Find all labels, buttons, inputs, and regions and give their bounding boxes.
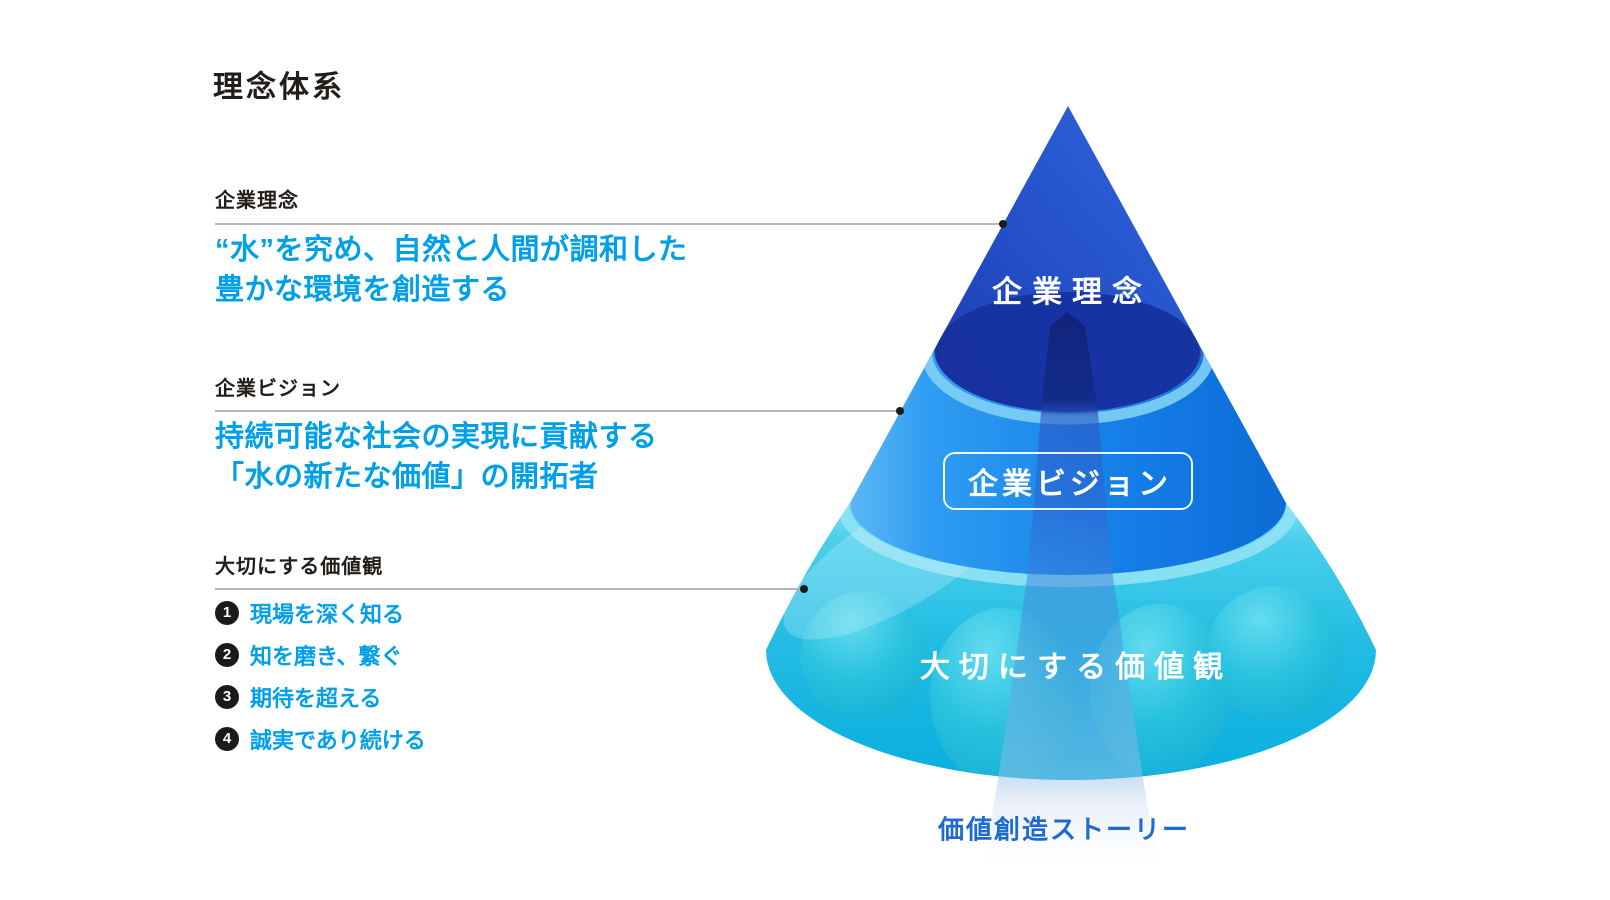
section-values-label: 大切にする価値観 bbox=[215, 556, 384, 578]
value-item-4: 4 誠実であり続ける bbox=[215, 727, 426, 753]
value-item-1: 1 現場を深く知る bbox=[215, 601, 426, 627]
value-bubble-4 bbox=[1206, 586, 1342, 722]
values-list: 1 現場を深く知る 2 知を磨き、繋ぐ 3 期待を超える 4 誠実であり続ける bbox=[215, 601, 426, 769]
philosophy-headline: “水”を究め、自然と人間が調和した 豊かな環境を創造する bbox=[215, 230, 688, 310]
cone-tier2-label-box: 企業ビジョン bbox=[943, 452, 1193, 510]
value-number-badge-3: 3 bbox=[215, 685, 239, 709]
value-item-3: 3 期待を超える bbox=[215, 685, 426, 711]
value-number-badge-1: 1 bbox=[215, 601, 239, 625]
section-vision-label: 企業ビジョン bbox=[215, 378, 341, 400]
cone-tier1-label: 企業理念 bbox=[992, 276, 1152, 309]
philosophy-lead-dot bbox=[999, 220, 1007, 228]
cone-tier2-label: 企業ビジョン bbox=[968, 468, 1172, 501]
value-item-2: 2 知を磨き、繋ぐ bbox=[215, 643, 426, 669]
philosophy-headline-line1: “水”を究め、自然と人間が調和した bbox=[215, 234, 688, 266]
section-philosophy-label: 企業理念 bbox=[215, 190, 299, 212]
value-text-4: 誠実であり続ける bbox=[250, 728, 426, 753]
value-creation-beam bbox=[983, 312, 1158, 868]
value-text-2: 知を磨き、繋ぐ bbox=[250, 644, 403, 669]
philosophy-lead-line bbox=[215, 223, 1003, 225]
page-title: 理念体系 bbox=[213, 71, 345, 104]
values-lead-dot bbox=[800, 585, 808, 593]
value-number-badge-4: 4 bbox=[215, 727, 239, 751]
value-text-3: 期待を超える bbox=[250, 686, 382, 711]
value-number-badge-2: 2 bbox=[215, 643, 239, 667]
vision-lead-dot bbox=[896, 407, 904, 415]
value-bubble-1 bbox=[800, 591, 928, 719]
vision-lead-line bbox=[215, 410, 900, 412]
vision-headline: 持続可能な社会の実現に貢献する 「水の新たな価値」の開拓者 bbox=[215, 417, 658, 497]
vision-headline-line1: 持続可能な社会の実現に貢献する bbox=[215, 421, 658, 453]
value-text-1: 現場を深く知る bbox=[250, 602, 405, 627]
philosophy-headline-line2: 豊かな環境を創造する bbox=[215, 274, 511, 306]
cone-tier3-label: 大切にする価値観 bbox=[919, 651, 1233, 684]
values-lead-line bbox=[215, 588, 804, 590]
vision-headline-line2: 「水の新たな価値」の開拓者 bbox=[215, 461, 599, 493]
value-creation-story-label: 価値創造ストーリー bbox=[937, 814, 1191, 845]
